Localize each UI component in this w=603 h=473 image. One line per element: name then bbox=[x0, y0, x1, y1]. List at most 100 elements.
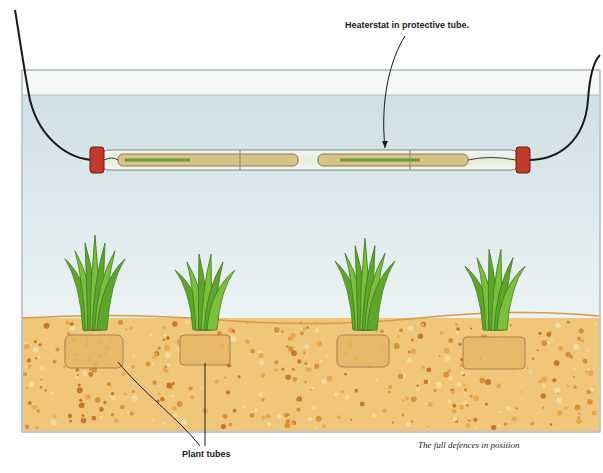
plant-leaf bbox=[97, 259, 125, 330]
gravel-grain bbox=[297, 396, 302, 401]
gravel-grain bbox=[304, 362, 307, 365]
gravel-grain bbox=[557, 392, 559, 394]
gravel-grain bbox=[99, 407, 104, 412]
gravel-grain bbox=[166, 336, 170, 340]
gravel-grain bbox=[579, 412, 581, 414]
gravel-grain bbox=[266, 414, 270, 418]
gravel-grain bbox=[456, 331, 459, 334]
gravel-grain bbox=[158, 393, 161, 396]
plant-leaf bbox=[367, 261, 395, 330]
gravel-grain bbox=[587, 349, 589, 351]
gravel-grain bbox=[314, 364, 319, 369]
gravel-grain bbox=[277, 414, 282, 419]
gravel-grain bbox=[130, 327, 133, 330]
gravel-grain bbox=[512, 417, 517, 422]
gravel-grain bbox=[111, 413, 115, 417]
gravel-grain bbox=[360, 402, 365, 407]
gravel-grain bbox=[55, 347, 59, 351]
gravel-grain bbox=[307, 367, 311, 371]
gravel-grain bbox=[556, 398, 562, 404]
part-label: Heaterstat in protective tube. bbox=[345, 20, 469, 30]
gravel-grain bbox=[577, 416, 580, 419]
gravel-grain bbox=[297, 359, 301, 363]
gravel-grain bbox=[160, 397, 165, 402]
part-label: Plant tubes bbox=[182, 449, 231, 459]
gravel-grain bbox=[557, 410, 563, 416]
gravel-grain bbox=[163, 421, 166, 424]
gravel-grain bbox=[592, 410, 597, 415]
gravel-edge bbox=[23, 312, 599, 323]
gravel-grain bbox=[464, 392, 466, 394]
gravel-grain bbox=[78, 383, 81, 386]
gravel-grain bbox=[172, 321, 177, 326]
gravel-grain bbox=[311, 387, 314, 390]
gravel-grain bbox=[82, 371, 88, 377]
gravel-grain bbox=[453, 417, 458, 422]
gravel-grain bbox=[425, 403, 427, 405]
gravel-grain bbox=[470, 395, 473, 398]
gravel-grain bbox=[315, 328, 319, 332]
gravel-grain bbox=[172, 395, 174, 397]
gravel-grain bbox=[40, 378, 43, 381]
gravel-grain bbox=[436, 382, 442, 388]
gravel-grain bbox=[308, 417, 313, 422]
end-cap bbox=[516, 147, 530, 173]
plant-tube bbox=[180, 335, 230, 365]
gravel-grain bbox=[337, 415, 341, 419]
gravel-grain bbox=[152, 356, 155, 359]
gravel-grain bbox=[292, 367, 296, 371]
gravel-grain bbox=[327, 376, 333, 382]
gravel-grain bbox=[63, 366, 65, 368]
gravel-grain bbox=[284, 423, 290, 429]
gravel-grain bbox=[538, 379, 542, 383]
gravel-grain bbox=[554, 387, 560, 393]
gravel-grain bbox=[44, 323, 50, 329]
gravel-grain bbox=[53, 415, 56, 418]
gravel-grain bbox=[375, 379, 377, 381]
gravel-grain bbox=[299, 322, 302, 325]
gravel-grain bbox=[334, 392, 338, 396]
gravel-grain bbox=[550, 339, 553, 342]
gravel-grain bbox=[579, 328, 584, 333]
gravel-grain bbox=[25, 365, 28, 368]
gravel-grain bbox=[388, 391, 391, 394]
gravel-grain bbox=[445, 355, 451, 361]
gravel-grain bbox=[215, 379, 219, 383]
tube-joint bbox=[240, 150, 241, 170]
gravel-grain bbox=[411, 420, 414, 423]
gravel-grain bbox=[164, 333, 167, 336]
gravel-grain bbox=[470, 328, 472, 330]
gravel-grain bbox=[439, 355, 441, 357]
gravel-grain bbox=[226, 390, 230, 394]
gravel-grain bbox=[496, 383, 501, 388]
gravel-grain bbox=[223, 414, 228, 419]
gravel-grain bbox=[127, 411, 130, 414]
gravel-grain bbox=[382, 409, 386, 413]
gravel-grain bbox=[103, 401, 106, 404]
gravel-grain bbox=[480, 378, 486, 384]
gravel-grain bbox=[577, 337, 581, 341]
gravel-grain bbox=[53, 360, 57, 364]
gravel-grain bbox=[286, 345, 289, 348]
gravel-grain bbox=[399, 328, 403, 332]
gravel-grain bbox=[164, 345, 170, 351]
gravel bbox=[23, 318, 599, 431]
gravel-grain bbox=[69, 420, 72, 423]
gravel-grain bbox=[550, 423, 552, 425]
gravel-grain bbox=[565, 352, 571, 358]
gravel-grain bbox=[291, 350, 297, 356]
gravel-grain bbox=[65, 320, 69, 324]
gravel-grain bbox=[26, 387, 28, 389]
gravel-grain bbox=[261, 398, 265, 402]
gravel-grain bbox=[152, 419, 154, 421]
gravel-grain bbox=[27, 358, 31, 362]
gravel-grain bbox=[542, 407, 544, 409]
gravel-grain bbox=[95, 397, 100, 402]
gravel-grain bbox=[388, 385, 393, 390]
gravel-grain bbox=[417, 385, 419, 387]
gravel-grain bbox=[521, 391, 523, 393]
heater-cord bbox=[528, 55, 600, 160]
gravel-grain bbox=[287, 413, 289, 415]
gravel-grain bbox=[245, 339, 250, 344]
gravel-grain bbox=[29, 382, 34, 387]
